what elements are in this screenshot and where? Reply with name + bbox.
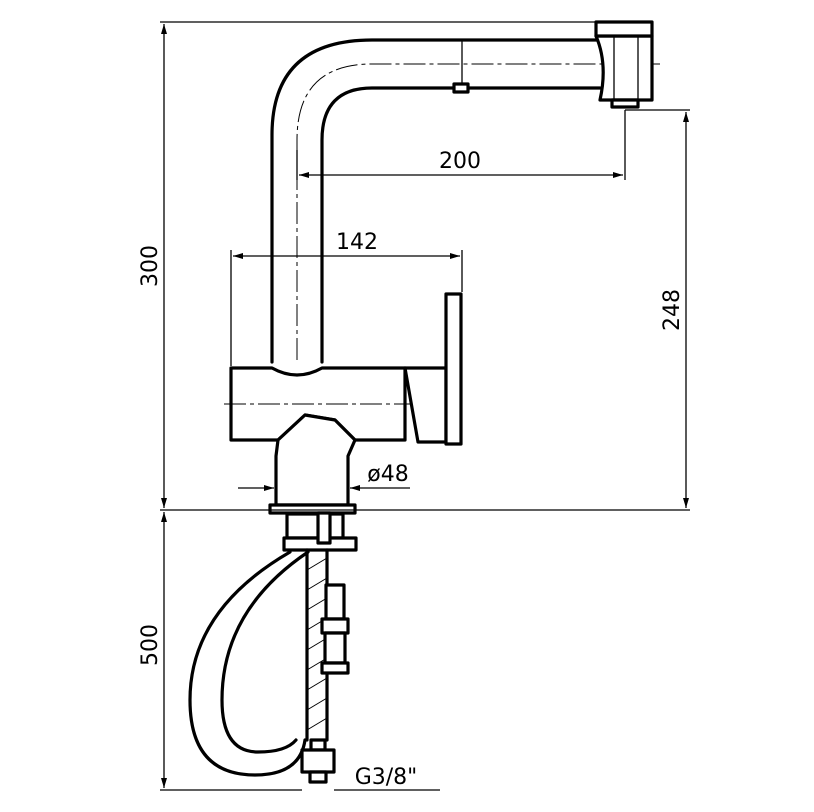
lever-handle xyxy=(403,292,463,446)
dim-500: 500 xyxy=(138,624,163,666)
dim-142: 142 xyxy=(336,230,378,255)
dimension-lines xyxy=(160,21,690,791)
dim-248: 248 xyxy=(660,289,685,331)
spout-button xyxy=(452,82,470,94)
spray-outlet xyxy=(610,98,640,109)
dim-thread: G3/8" xyxy=(355,765,418,790)
mounting-assembly xyxy=(188,511,358,784)
dim-300: 300 xyxy=(138,245,163,287)
dim-200: 200 xyxy=(439,149,481,174)
g38-connector xyxy=(300,748,336,774)
faucet-base xyxy=(268,413,357,515)
dim-diameter-48: ø48 xyxy=(367,462,408,487)
mounting-nut xyxy=(285,512,345,540)
spray-head xyxy=(594,20,654,109)
spout xyxy=(270,38,660,364)
